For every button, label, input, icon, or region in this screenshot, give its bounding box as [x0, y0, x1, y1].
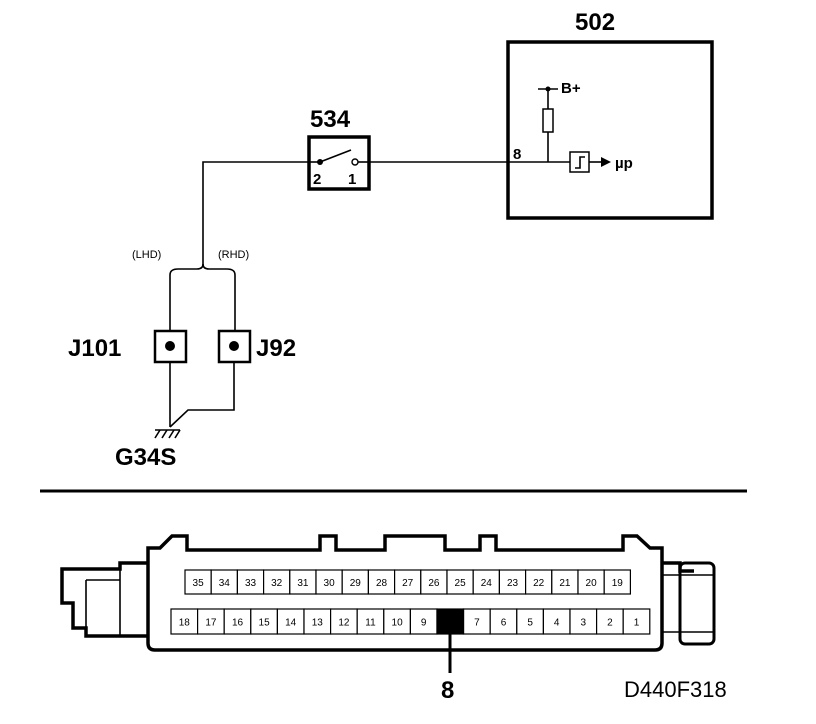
connector-pin: 33: [236, 569, 265, 595]
switch-534: 534 2 1: [307, 106, 371, 191]
ecu-pin-label: 8: [513, 146, 521, 163]
supply-label: B+: [561, 80, 581, 97]
switch-box: [307, 135, 371, 191]
pin-number: 11: [365, 618, 376, 629]
connector-pin: 35: [184, 569, 212, 595]
pin-number: 5: [527, 618, 533, 629]
switch-label: 534: [310, 106, 351, 133]
pin-number: 31: [297, 578, 309, 589]
pin-number: 23: [507, 578, 519, 589]
connector-pin: 9: [409, 608, 438, 635]
pin-number: 17: [205, 618, 217, 629]
junction-j101: J101: [68, 283, 188, 427]
pin-number: 3: [581, 618, 587, 629]
pin-number: 25: [455, 578, 467, 589]
pin-number: 29: [350, 578, 362, 589]
connector-pin: 14: [276, 608, 305, 635]
pin-number: 20: [586, 578, 598, 589]
connector-pin: 17: [197, 608, 225, 635]
pin-number: 10: [392, 618, 404, 629]
connector-pin: 32: [263, 569, 291, 595]
pin-number: 34: [219, 578, 231, 589]
connector-pin: 29: [341, 569, 370, 595]
connector-pin: 4: [542, 608, 571, 635]
pin-number: 33: [245, 578, 257, 589]
junction-j92: J92: [169, 283, 296, 428]
switch-pin-left: 2: [313, 171, 321, 188]
pin-number: 4: [554, 618, 560, 629]
connector-pin: 10: [383, 608, 411, 635]
output-label: µp: [615, 155, 633, 172]
junction-lhd-label: J101: [68, 335, 121, 362]
pin-number: 6: [501, 618, 507, 629]
pin-number: 9: [421, 618, 427, 629]
connector-pin: [436, 608, 465, 635]
pin-number: 18: [179, 618, 191, 629]
pin-number: 35: [193, 578, 205, 589]
pin-number: 16: [232, 618, 244, 629]
locking-lever: [678, 561, 716, 646]
connector-pin: 7: [463, 608, 491, 635]
highlighted-pin-label: 8: [441, 677, 454, 704]
connector-pin: 21: [551, 569, 579, 595]
connector-pin: 12: [330, 608, 358, 635]
connector-pin: 26: [420, 569, 448, 595]
connector-pin: 20: [577, 569, 605, 595]
pin-number: 21: [559, 578, 571, 589]
connector-pin: 5: [516, 608, 544, 635]
figure-code: D440F318: [624, 677, 727, 702]
connector-pin: 31: [289, 569, 317, 595]
connector-pin: 11: [356, 608, 385, 635]
pin-number: 26: [428, 578, 440, 589]
ecu-box: [506, 40, 714, 220]
variant-brace: (LHD) (RHD): [132, 249, 249, 283]
pin-number: 19: [612, 578, 624, 589]
pin-number: 32: [271, 578, 283, 589]
connector-housing: [60, 534, 716, 652]
connector-pin: 18: [170, 608, 199, 635]
pin-number: 30: [324, 578, 336, 589]
connector-top-row: 35 34 33 32 31 30 29 28 27 26 25 24 23 22 21 20 19: [184, 569, 632, 595]
ecu-label: 502: [575, 9, 615, 36]
connector-bottom-row: 18 17 16 15 14 13 12 11 10 9 7 6 5 4 3 2 1: [170, 608, 651, 635]
connector-pin: 30: [315, 569, 343, 595]
ground-label: G34S: [115, 444, 176, 471]
pin-number: 22: [533, 578, 545, 589]
pin-number: 15: [259, 618, 271, 629]
pin-number: 12: [338, 618, 350, 629]
pin-number: 28: [376, 578, 388, 589]
lhd-label: (LHD): [132, 249, 161, 261]
pin-number: 7: [474, 618, 480, 629]
pin-number: 13: [312, 618, 324, 629]
pin-number: 2: [607, 618, 613, 629]
connector-pin: 3: [569, 608, 598, 635]
ground-g34s: G34S: [115, 429, 181, 471]
connector-pin: 24: [472, 569, 501, 595]
pull-up-resistor: [542, 108, 554, 133]
connector-pin: 6: [489, 608, 518, 635]
connector-pin: 25: [446, 569, 474, 595]
pin-number: 14: [285, 618, 297, 629]
pin-number: 27: [402, 578, 414, 589]
connector-pin: 34: [210, 569, 238, 595]
pin-number: 24: [481, 578, 493, 589]
arrow-right-icon: [601, 157, 611, 167]
switch-pin-right: 1: [348, 171, 356, 188]
connector-pin: 1: [622, 608, 651, 635]
junction-rhd-label: J92: [256, 335, 296, 362]
connector-pin: 16: [223, 608, 252, 635]
connector-pin: 19: [603, 569, 632, 595]
connector-pin: 2: [595, 608, 624, 635]
wire-switch-down: [202, 161, 309, 265]
connector-pin: 15: [250, 608, 279, 635]
connector-pin: 27: [394, 569, 422, 595]
connector-pin: 28: [367, 569, 396, 595]
pin-number: 1: [634, 618, 640, 629]
connector-pin: 22: [524, 569, 553, 595]
connector-pin: 13: [303, 608, 332, 635]
connector-pin: 23: [498, 569, 527, 595]
ecu-502: 502 8 B+ µp: [506, 9, 714, 220]
rhd-label: (RHD): [218, 249, 249, 261]
